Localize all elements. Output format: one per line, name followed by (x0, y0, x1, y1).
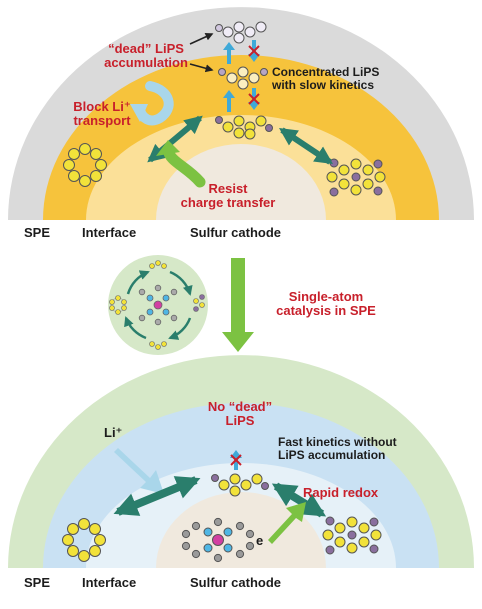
single-atom-catalysis-label: Single-atom catalysis in SPE (266, 290, 386, 317)
dead-lips-label-line2: accumulation (104, 54, 188, 70)
inset-cycle-arrow-4 (124, 316, 147, 340)
inset-cycle-arrow-3 (168, 317, 192, 340)
fast-kinetics-line1: Fast kinetics without (278, 435, 397, 449)
top-panel (8, 7, 474, 221)
interface-label-bottom: Interface (82, 575, 137, 590)
sulfur-cathode-label-bottom: Sulfur cathode (190, 575, 282, 590)
transition-arrow-shaft (231, 258, 245, 334)
teal-arrow-left-bottom (113, 476, 201, 516)
dead-lips-pointer (189, 33, 214, 45)
resist-charge-line2: charge transfer (180, 194, 276, 210)
electron-label: e (256, 533, 264, 548)
inset-cycle-arrow-1 (126, 270, 150, 295)
concentrated-lips-label: Concentrated LiPS with slow kinetics (272, 66, 379, 91)
dead-lips-label-line1: “dead” LiPS (108, 41, 184, 56)
accumulation-pointer (189, 63, 214, 73)
fast-kinetics-label: Fast kinetics without LiPS accumulation (278, 436, 397, 461)
block-li-label-line2: transport (73, 112, 131, 128)
no-dead-lips-line2: LiPS (225, 412, 255, 428)
blocked-down-arrows-top (248, 40, 260, 110)
blocked-li-arrowhead (130, 104, 148, 122)
rapid-redox-label: Rapid redox (303, 485, 379, 500)
li2s-cluster-right-bottom (322, 516, 382, 555)
no-dead-lips-label: No “dead” LiPS (200, 400, 280, 427)
blocked-up-arrow-bottom (230, 450, 242, 470)
concentrated-lips-line2: with slow kinetics (272, 77, 375, 92)
lips-chain-top (215, 21, 273, 140)
interface-label-top: Interface (82, 225, 137, 240)
chain-up-arrows-top (223, 42, 235, 112)
no-dead-lips-line1: No “dead” (207, 399, 273, 414)
inset-cycle-arrow-2 (169, 270, 193, 296)
resist-charge-label: Resist charge transfer (178, 182, 278, 209)
s8-ring-left (63, 143, 107, 187)
dead-lips-label: “dead” LiPS accumulation (96, 42, 196, 69)
rapid-redox-arrow (268, 502, 306, 544)
transition-arrow-head (222, 332, 254, 352)
inset-species (109, 260, 205, 350)
spe-label-bottom: SPE (24, 575, 51, 590)
single-atom-site-inset (138, 284, 178, 326)
lips-chain-bottom (211, 473, 269, 497)
resist-charge-line1: Resist (208, 181, 248, 196)
teal-arrow-right-bottom (271, 482, 327, 518)
li2s-cluster-right (326, 158, 386, 197)
s8-ring-left-bottom (62, 518, 106, 562)
blocked-li-arrow (135, 81, 174, 126)
block-li-label: Block Li⁺ transport (62, 100, 142, 127)
bottom-panel (8, 355, 474, 568)
catalysis-line1: Single-atom (288, 289, 364, 304)
middle-panel (108, 255, 254, 355)
catalysis-line2: catalysis in SPE (276, 302, 376, 318)
resist-transfer-arrowhead (156, 140, 180, 156)
teal-arrow-right-top (279, 127, 333, 165)
sulfur-cathode-label-top: Sulfur cathode (190, 225, 282, 240)
spe-label-top: SPE (24, 225, 51, 240)
concentrated-lips-line1: Concentrated LiPS (272, 65, 380, 79)
li-ion-label: Li⁺ (104, 425, 123, 440)
single-atom-catalyst-cathode (181, 517, 255, 563)
fast-kinetics-line2: LiPS accumulation (278, 447, 386, 462)
block-li-label-line1: Block Li⁺ (73, 99, 131, 114)
